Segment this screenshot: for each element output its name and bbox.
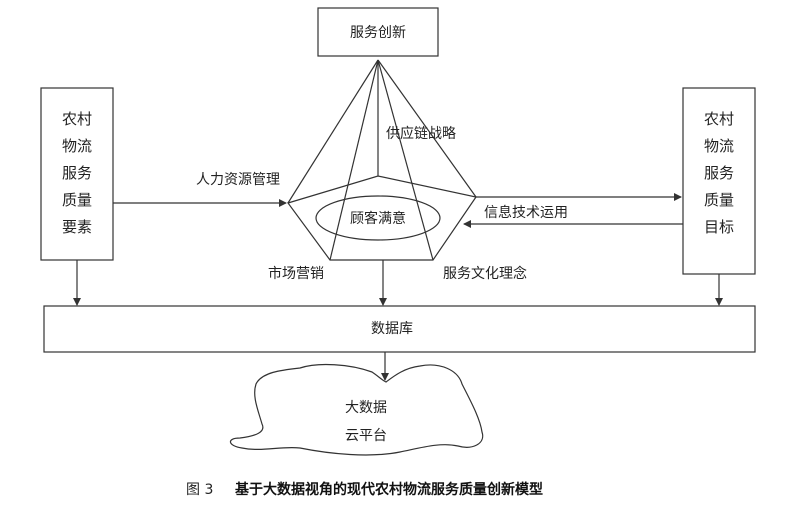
elements-line-5: 要素 xyxy=(62,218,92,236)
figure-number: 图 3 xyxy=(186,482,213,498)
supply-chain-strategy-label: 供应链战略 xyxy=(386,125,456,142)
info-tech-label: 信息技术运用 xyxy=(484,204,568,221)
service-culture-label: 服务文化理念 xyxy=(443,265,527,282)
elements-line-2: 物流 xyxy=(62,137,92,155)
big-data-cloud-node: 大数据 云平台 xyxy=(229,363,484,456)
marketing-label: 市场营销 xyxy=(268,265,324,282)
database-label: 数据库 xyxy=(371,321,413,337)
pyramid-shape: 顾客满意 xyxy=(287,59,477,261)
rural-logistics-quality-goals-node: 农村 物流 服务 质量 目标 xyxy=(682,87,756,275)
cloud-shape xyxy=(229,363,484,456)
database-node: 数据库 xyxy=(43,305,756,353)
elements-line-3: 服务 xyxy=(62,164,92,182)
goals-line-5: 目标 xyxy=(704,218,734,236)
elements-line-4: 质量 xyxy=(62,191,92,209)
service-innovation-label: 服务创新 xyxy=(350,25,406,41)
figure-caption: 基于大数据视角的现代农村物流服务质量创新模型 xyxy=(235,481,543,498)
customer-satisfaction-label: 顾客满意 xyxy=(350,210,406,227)
cloud-line-2: 云平台 xyxy=(345,428,387,444)
hr-management-label: 人力资源管理 xyxy=(196,172,280,188)
goals-line-4: 质量 xyxy=(704,191,734,209)
goals-line-2: 物流 xyxy=(704,137,734,155)
customer-satisfaction-ellipse xyxy=(315,195,441,241)
rural-logistics-quality-elements-node: 农村 物流 服务 质量 要素 xyxy=(40,87,114,261)
goals-line-3: 服务 xyxy=(704,164,734,182)
goals-line-1: 农村 xyxy=(704,110,734,128)
cloud-line-1: 大数据 xyxy=(345,400,387,416)
service-innovation-node: 服务创新 xyxy=(317,7,439,57)
elements-line-1: 农村 xyxy=(62,110,92,128)
